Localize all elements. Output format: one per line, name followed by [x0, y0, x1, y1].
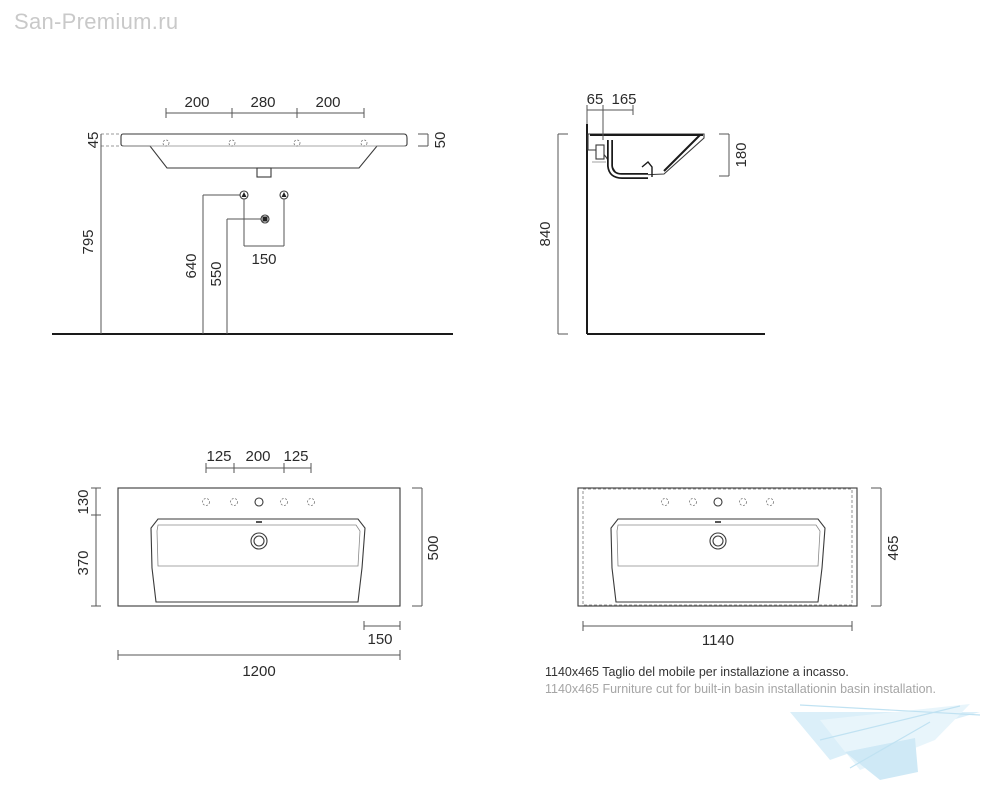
- cutout-tap-hole: [689, 498, 697, 506]
- top-rear-dim: 130: [75, 489, 92, 514]
- top-view: 125 200 125 130 370 500 150 1200: [75, 448, 442, 680]
- cutout-view: 465 1140: [577, 487, 902, 649]
- front-drain-height-dim: 550: [208, 261, 225, 286]
- front-rim-left-dim: 45: [85, 132, 102, 149]
- cutout-furniture-line: [582, 488, 853, 606]
- top-tap-hole-center: [254, 497, 264, 507]
- top-width-dim: 1200: [242, 663, 275, 680]
- front-basin-outline: [120, 133, 408, 169]
- brand-logo: [790, 704, 981, 780]
- front-supply-spacing-dim: 150: [251, 251, 276, 268]
- front-view: 200 280 200 45 50 795 640 550 150: [52, 94, 453, 335]
- cutout-bowl-outer: [610, 518, 826, 603]
- front-tap-hole: [293, 139, 301, 147]
- top-hole-dim-2: 200: [245, 448, 270, 465]
- side-wall-bracket: [595, 144, 605, 160]
- cutout-note-italian: 1140x465 Taglio del mobile per installaz…: [545, 665, 849, 679]
- top-hole-dim-1: 125: [206, 448, 231, 465]
- front-tap-hole: [162, 139, 170, 147]
- cutout-tap-hole: [739, 498, 747, 506]
- top-tap-hole: [202, 498, 210, 506]
- front-supply-height-dim: 640: [183, 253, 200, 278]
- front-waste-outlet: [256, 167, 272, 178]
- cutout-width-dim: 1140: [702, 632, 734, 649]
- cutout-note-english: 1140x465 Furniture cut for built-in basi…: [545, 682, 936, 696]
- side-bowl-height-dim: 180: [733, 142, 750, 167]
- site-watermark: San-Premium.ru: [14, 9, 179, 34]
- top-bowl-outer: [150, 518, 366, 603]
- side-total-height-dim: 840: [537, 221, 554, 246]
- top-tap-hole: [280, 498, 288, 506]
- front-tap-dim-2: 280: [250, 94, 275, 111]
- front-tap-hole: [360, 139, 368, 147]
- side-view: 65 165 180 840: [537, 91, 765, 335]
- cutout-tap-hole: [766, 498, 774, 506]
- top-tap-hole: [307, 498, 315, 506]
- side-wall-offset-dim: 65: [587, 91, 604, 108]
- top-bowl-length-dim: 370: [75, 550, 92, 575]
- top-depth-dim: 500: [425, 535, 442, 560]
- front-tap-dim-3: 200: [315, 94, 340, 111]
- side-basin-profile: [587, 133, 705, 177]
- cutout-tap-hole-center: [713, 497, 723, 507]
- top-hole-dim-3: 125: [283, 448, 308, 465]
- top-side-margin-dim: 150: [367, 631, 392, 648]
- front-rim-right-dim: 50: [432, 132, 449, 149]
- cutout-depth-dim: 465: [885, 535, 902, 560]
- front-tap-hole: [228, 139, 236, 147]
- front-tap-dim-1: 200: [184, 94, 209, 111]
- front-total-height-dim: 795: [80, 229, 97, 254]
- cutout-tap-hole: [661, 498, 669, 506]
- top-bowl-inner: [156, 524, 361, 567]
- side-depth-dim: 165: [611, 91, 636, 108]
- top-tap-hole: [230, 498, 238, 506]
- cutout-bowl-inner: [616, 524, 821, 567]
